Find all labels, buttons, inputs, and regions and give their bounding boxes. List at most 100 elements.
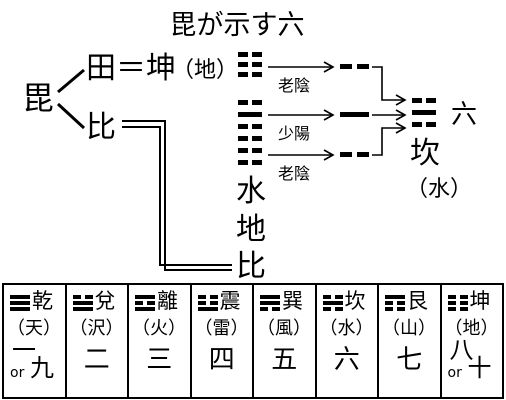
trigram-number-or: or — [10, 365, 25, 381]
trigram-lines-icon — [10, 295, 30, 311]
yin-line-segment — [459, 295, 468, 299]
derived-line-young-yang — [340, 112, 369, 117]
yin-line-segment — [197, 295, 206, 299]
double-connector-inner — [122, 126, 232, 266]
yin-line-segment — [322, 295, 331, 299]
yin-line-segment — [272, 307, 280, 311]
trigram-cell-qian: 乾 （天） 一 or 九 — [4, 285, 65, 397]
trigram-name: 坤 — [469, 289, 491, 313]
yin-line-segment — [447, 307, 456, 311]
result-trigram-kan — [412, 98, 436, 127]
trigram-name: 兌 — [94, 289, 116, 313]
arrow-to-old-yin-1 — [268, 61, 335, 73]
hexagram-diagram: 毘が示す六 毘 田＝坤 （地） 比 水 地 — [22, 10, 477, 284]
trigram-cell-kun: 坤 （地） 八 or 十 — [439, 285, 503, 397]
trigram-number-a: 一 — [12, 336, 36, 364]
trigram-number-b: 十 — [467, 354, 492, 382]
derived-line-old-yin-1 — [340, 64, 369, 69]
yang-line — [10, 295, 30, 299]
branch-line-bottom — [56, 102, 86, 130]
trigram-cell-dui: 兌 （沢） 二 — [64, 285, 128, 397]
trigram-name: 艮 — [407, 289, 428, 313]
yin-line-segment — [72, 295, 81, 299]
trigram-element: （山） — [382, 318, 436, 339]
yin-line-segment — [84, 295, 93, 299]
yin-line-segment — [447, 301, 456, 305]
label-old-yin-1: 老陰 — [278, 76, 310, 95]
hexagram-bi — [238, 100, 262, 165]
hexagram-name-2: 地 — [236, 212, 266, 247]
yin-line-segment — [135, 301, 143, 305]
converge-arrows — [372, 66, 407, 156]
trigram-number: 六 — [333, 345, 360, 375]
result-number: 六 — [451, 100, 477, 130]
top-branch-paren: （地） — [172, 58, 238, 83]
result-trigram-name: 坎 — [410, 136, 440, 171]
arrow-to-young-yang — [268, 109, 335, 121]
root-character: 毘 — [22, 79, 54, 117]
yin-line-segment — [385, 301, 393, 305]
trigram-element: （沢） — [69, 318, 124, 339]
trigram-name: 巽 — [282, 289, 303, 313]
trigram-lines-icon — [197, 295, 218, 311]
yang-line — [72, 307, 93, 311]
derived-line-old-yin-2 — [340, 152, 369, 157]
yang-line — [10, 301, 30, 305]
trigram-number: 五 — [271, 345, 298, 375]
label-young-yang: 少陽 — [278, 124, 310, 143]
yang-line — [260, 295, 280, 299]
trigram-table: 乾 （天） 一 or 九 兌 （沢） 二 離 （火） 三 震 （雷） 四 巽 （… — [2, 283, 504, 399]
yin-line-segment — [459, 307, 468, 311]
double-connector-outer — [122, 120, 232, 271]
yang-line — [322, 301, 343, 305]
trigram-lines-icon — [385, 295, 405, 311]
trigram-cell-li: 離 （火） 三 — [127, 285, 190, 397]
trigram-element: （火） — [132, 318, 186, 339]
hexagram-name-3: 比 — [236, 249, 266, 284]
yang-line — [135, 295, 155, 299]
label-old-yin-2: 老陰 — [278, 164, 310, 183]
yin-line-segment — [147, 301, 155, 305]
trigram-element: （天） — [7, 318, 61, 339]
trigram-element: （風） — [257, 318, 311, 339]
trigram-cell-zhen: 震 （雷） 四 — [189, 285, 253, 397]
trigram-number: 二 — [83, 345, 110, 375]
trigram-number: 四 — [208, 345, 235, 375]
yin-line-segment — [397, 301, 405, 305]
trigram-lines-icon — [72, 295, 93, 311]
trigram-name: 離 — [157, 289, 178, 313]
trigram-lines-icon — [260, 295, 280, 311]
trigram-cell-xun: 巽 （風） 五 — [252, 285, 315, 397]
yin-line-segment — [209, 301, 218, 305]
trigram-lines-icon — [322, 295, 343, 311]
yin-line-segment — [334, 307, 343, 311]
top-branch-text: 田＝坤 — [86, 51, 176, 86]
trigram-lines-icon — [135, 295, 155, 311]
yin-line-segment — [397, 307, 405, 311]
trigram-element: （地） — [444, 318, 499, 339]
trigram-number-b: 九 — [30, 354, 54, 382]
trigram-element: （雷） — [194, 318, 249, 339]
trigram-name: 坎 — [344, 289, 366, 313]
yang-line — [135, 307, 155, 311]
trigram-number-a: 八 — [449, 336, 474, 364]
yang-line — [260, 301, 280, 305]
trigram-cell-kan: 坎 （水） 六 — [314, 285, 378, 397]
trigram-cell-gen: 艮 （山） 七 — [377, 285, 440, 397]
upper-trigram-kun — [238, 52, 262, 77]
yang-line — [10, 307, 30, 311]
hexagram-name-1: 水 — [236, 174, 266, 209]
bottom-branch-text: 比 — [86, 110, 116, 145]
yang-line — [72, 301, 93, 305]
yin-line-segment — [447, 295, 456, 299]
result-element: （水） — [406, 177, 472, 202]
branch-line-top — [57, 68, 85, 94]
yin-line-segment — [459, 301, 468, 305]
diagram-title: 毘が示す六 — [170, 10, 305, 41]
trigram-lines-icon — [447, 295, 468, 311]
yin-line-segment — [209, 295, 218, 299]
arrow-to-old-yin-2 — [268, 149, 335, 161]
yin-line-segment — [322, 307, 331, 311]
yin-line-segment — [197, 301, 206, 305]
